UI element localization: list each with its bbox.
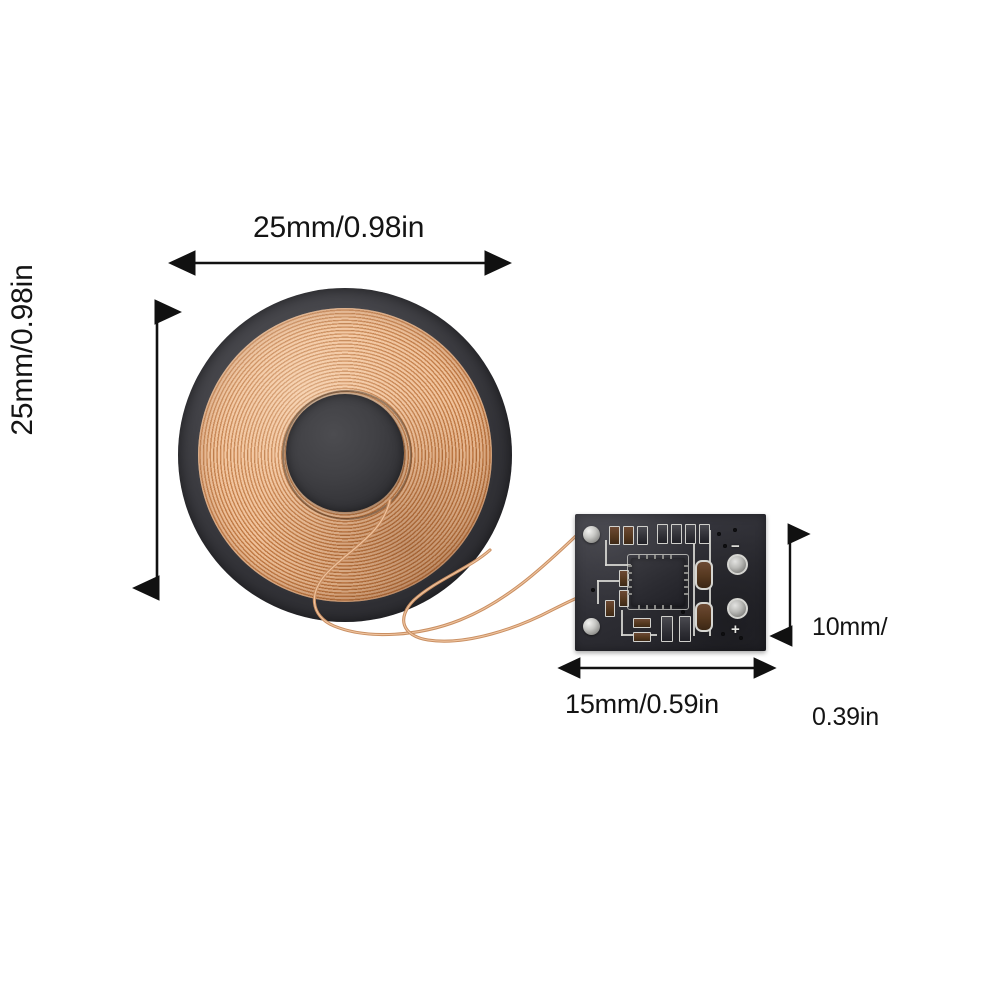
silkscreen-trace [597,580,599,604]
coil-ferrite-core [286,394,404,512]
ic-pin [684,593,688,596]
smd-component [657,524,668,544]
ic-pin [670,555,673,559]
pcb-hole [721,632,725,636]
ic-pin [662,555,665,559]
ic-pin [684,572,688,575]
silkscreen-trace [621,610,623,636]
silkscreen-trace [597,580,623,582]
silkscreen-trace [605,564,635,566]
coil-height-dimension-arrow [132,299,182,601]
controller-ic-outline [627,554,689,610]
ic-pin [646,605,649,609]
smd-component [679,616,691,642]
ic-pin [654,605,657,609]
coil-lead-wire-1 [312,498,580,637]
positive-polarity-marking: + [731,621,740,638]
silkscreen-trace [693,544,695,636]
ic-pin [628,579,632,582]
ic-pin [662,605,665,609]
coil-lead-wire-1-highlight [313,499,579,636]
ic-pin [684,586,688,589]
coil-width-dimension-arrow [168,250,512,276]
coil-lead-wires [312,498,584,643]
smd-component [623,526,634,545]
pcb-hole [739,636,743,640]
smd-component [605,600,615,617]
pcb-hole [717,532,721,536]
coil-lead-wire-2-highlight [403,549,583,642]
coil-height-dimension-label: 25mm/0.98in [6,264,39,436]
ic-pin [628,593,632,596]
pcb-width-dimension-label: 15mm/0.59in [565,689,719,719]
ic-pin [638,605,641,609]
pcb-height-line-2: 0.39in [812,703,879,731]
silkscreen-trace [605,540,607,566]
wireless-charging-receiver-pcb: − + [575,514,766,651]
ic-pin [628,586,632,589]
pcb-hole [733,528,737,532]
smd-component [633,618,651,628]
coil-solder-point-2 [583,618,600,635]
ic-pin [654,555,657,559]
output-pad-positive [727,598,748,619]
pcb-height-line-1: 10mm/ [812,613,888,641]
ic-pin [638,555,641,559]
smd-component [661,616,673,642]
pcb-width-dimension-arrow [557,657,777,679]
ic-pin [628,572,632,575]
pcb-height-dimension-arrow [769,523,811,647]
controller-ic [628,555,688,609]
smd-component [671,524,682,544]
ic-pin [684,579,688,582]
smd-component [619,590,629,607]
coil-solder-point-1 [583,526,600,543]
smd-component [619,570,629,587]
ic-pin [684,565,688,568]
through-hole-pad [695,602,713,632]
output-pad-negative [727,554,748,575]
negative-polarity-marking: − [731,538,740,555]
pcb-height-dimension-label: 10mm/ 0.39in [812,552,888,792]
smd-component [609,526,620,545]
pcb-hole [723,544,727,548]
smd-component [633,632,651,642]
ic-pin [628,565,632,568]
coil-width-dimension-label: 25mm/0.98in [253,211,425,244]
ic-pin [646,555,649,559]
pcb-hole [591,588,595,592]
coil-core-rim [282,390,412,520]
pcb-hole [681,610,685,614]
through-hole-pad [695,560,713,590]
smd-component [637,526,648,545]
smd-component [685,524,696,544]
ic-pin [670,605,673,609]
smd-component [699,524,710,544]
coil-lead-wire-2 [402,548,584,643]
